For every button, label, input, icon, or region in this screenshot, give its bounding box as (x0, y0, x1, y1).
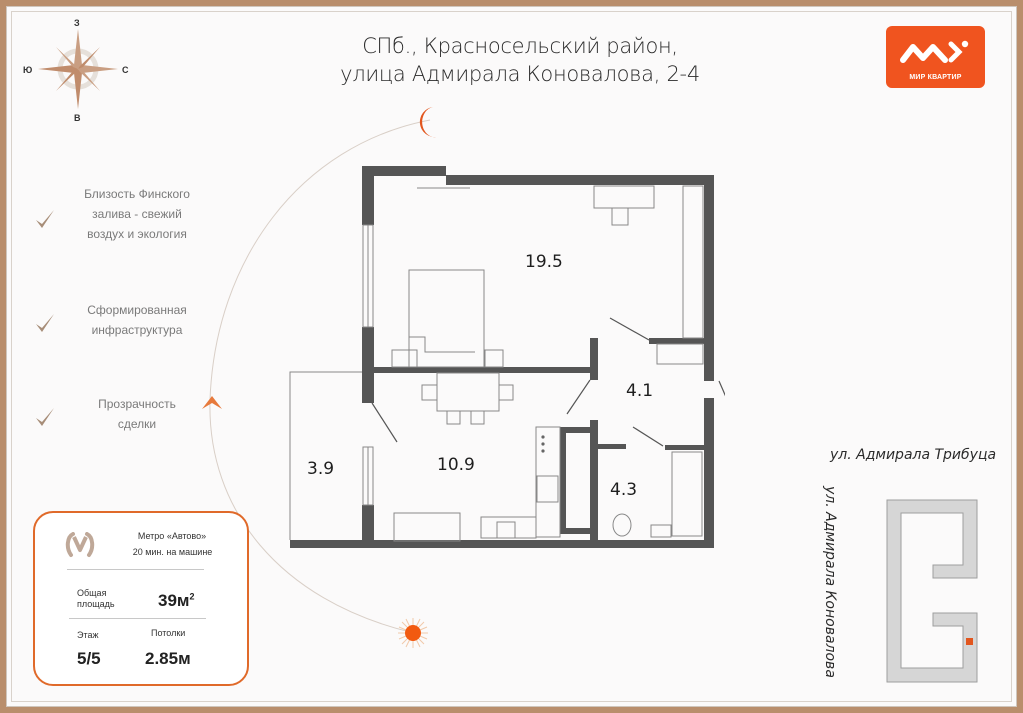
checkmark-icon (36, 210, 54, 228)
compass-west-label: Ю (23, 65, 33, 75)
brand-logo: МИР КВАРТИР (886, 26, 985, 88)
compass-rose: З В Ю С (23, 14, 136, 124)
room-area-bathroom: 4.3 (610, 480, 638, 500)
metro-name: Метро «Автово» (137, 531, 207, 541)
logo-text: МИР КВАРТИР (909, 74, 962, 81)
building-footprint (886, 499, 978, 683)
floor-plan-drawing (289, 166, 737, 548)
street-label-horizontal: ул. Адмирала Трибуца (830, 447, 997, 463)
compass-icon (38, 29, 118, 109)
direction-arrow-icon (202, 396, 222, 409)
feature-text-line: Сформированная (87, 303, 187, 317)
logo-mark-icon (900, 40, 969, 63)
floor-value: 5/5 (77, 649, 101, 668)
moon-icon (419, 107, 437, 138)
divider (67, 569, 204, 570)
ceiling-label: Потолки (151, 628, 186, 638)
info-card: Метро «Автово» 20 мин. на машине Общая п… (33, 511, 249, 686)
checkmark-icon (36, 314, 54, 332)
sun-icon (398, 618, 428, 648)
area-label: Общая площадь (77, 588, 115, 609)
metro-icon (65, 532, 95, 557)
compass-east-label: С (122, 65, 129, 75)
page-title: СПб., Красносельский район, улица Адмира… (300, 32, 740, 88)
room-area-kitchen: 10.9 (437, 455, 475, 475)
area-value: 39м2 (158, 591, 195, 610)
room-area-balcony: 3.9 (307, 459, 335, 479)
checkmark-icon (36, 408, 54, 426)
metro-time: 20 мин. на машине (132, 547, 213, 557)
divider (69, 618, 206, 619)
feature-text-line: сделки (117, 417, 157, 431)
street-label-vertical: ул. Адмирала Коновалова (822, 486, 838, 678)
compass-north-label: З (74, 18, 80, 28)
compass-south-label: В (74, 113, 81, 123)
feature-text-line: залива - свежий (92, 207, 182, 221)
room-area-living: 19.5 (525, 252, 563, 272)
floor-label: Этаж (77, 630, 99, 640)
apartment-marker-icon (966, 638, 973, 645)
room-area-hall: 4.1 (626, 381, 654, 401)
feature-text-line: воздух и экология (87, 227, 187, 241)
title-line-2: улица Адмирала Коновалова, 2-4 (340, 62, 700, 86)
feature-text-line: Прозрачность (98, 397, 176, 411)
ceiling-value: 2.85м (145, 649, 191, 668)
floor-plan: 19.5 10.9 3.9 4.1 4.3 (285, 160, 737, 560)
feature-text-line: Близость Финского (84, 187, 190, 201)
title-line-1: СПб., Красносельский район, (362, 34, 678, 58)
feature-text-line: инфраструктура (91, 323, 183, 337)
